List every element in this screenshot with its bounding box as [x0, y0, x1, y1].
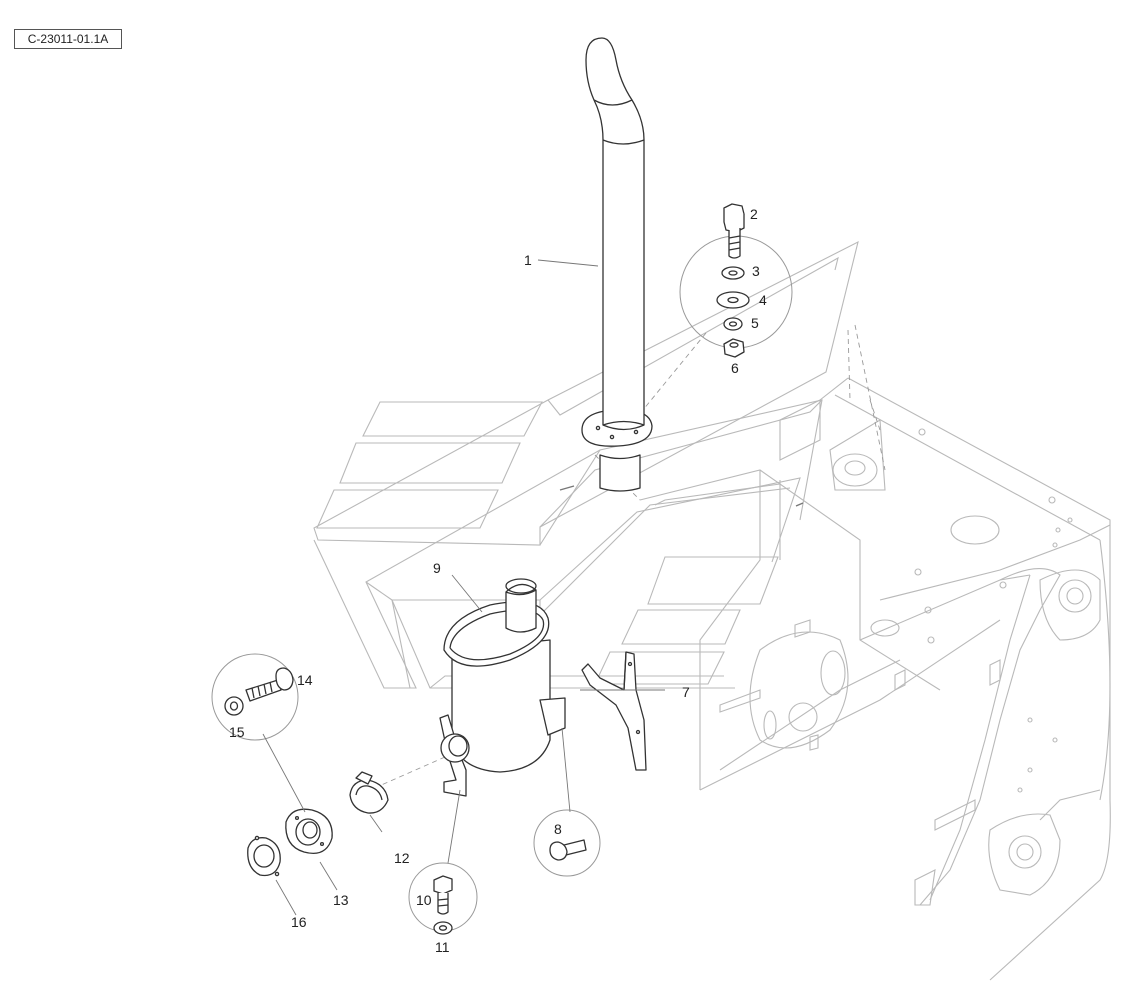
drawing-reference-code: C-23011-01.1A [14, 29, 122, 49]
washer-part-11 [433, 921, 453, 935]
callout-8: 8 [554, 821, 562, 837]
callout-14: 14 [297, 672, 313, 688]
flange-part-13 [285, 808, 333, 855]
bolt-part-14 [245, 667, 294, 702]
callout-13: 13 [333, 892, 349, 908]
callout-10: 10 [416, 892, 432, 908]
bolt-part-8 [549, 839, 587, 861]
lock-washer-part-5 [723, 317, 743, 331]
hardware-stack [716, 203, 750, 358]
clamp-part-12 [349, 771, 389, 814]
leader-lines [262, 259, 665, 916]
callout-12: 12 [394, 850, 410, 866]
machine-frame [639, 377, 1111, 981]
bracket-part-7 [581, 651, 647, 771]
callout-7: 7 [682, 684, 690, 700]
callout-2: 2 [750, 206, 758, 222]
washer-part-15 [224, 696, 244, 716]
callout-15: 15 [229, 724, 245, 740]
callout-11: 11 [435, 939, 450, 955]
hood-outline [313, 240, 859, 689]
exhaust-stack-part-1 [581, 37, 653, 492]
washer-part-4 [716, 291, 750, 309]
callout-16: 16 [291, 914, 307, 930]
callout-3: 3 [752, 263, 760, 279]
callout-1: 1 [524, 252, 532, 268]
bolt-part-10 [433, 875, 453, 915]
leader-arrow-markers [559, 485, 804, 507]
callout-4: 4 [759, 292, 767, 308]
callout-5: 5 [751, 315, 759, 331]
nut-part-6 [723, 338, 745, 358]
muffler-part-9 [439, 578, 566, 797]
gasket-part-16 [247, 835, 281, 877]
washer-part-3 [721, 266, 745, 280]
bolt-group-circle-8 [533, 809, 601, 877]
callout-6: 6 [731, 360, 739, 376]
callout-labels: 1 2 3 4 5 6 7 8 9 10 11 12 13 14 15 16 [229, 206, 767, 955]
bolt-group-circle-14-15 [211, 653, 299, 741]
bolt-part-2 [723, 203, 745, 259]
callout-9: 9 [433, 560, 441, 576]
